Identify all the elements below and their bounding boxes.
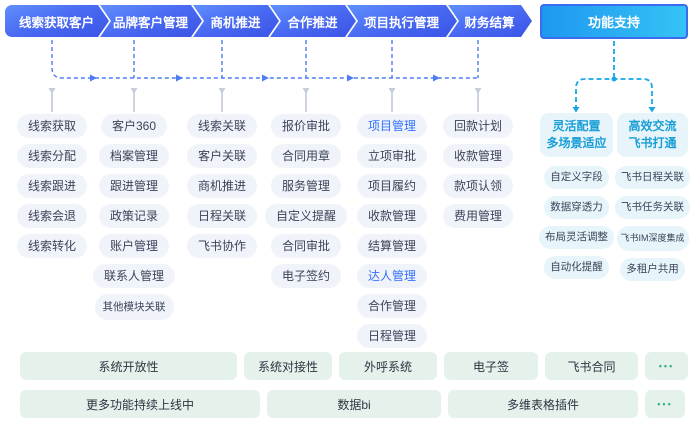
support-header-line: 飞书打通 bbox=[628, 136, 677, 150]
flow-stage-row: 线索获取客户品牌客户管理商机推进合作推进项目执行管理财务结算 bbox=[5, 5, 532, 37]
support-pill: 自定义字段 bbox=[544, 166, 609, 189]
support-header-line: 灵活配置 bbox=[552, 119, 601, 133]
stage-column: 客户360 档案管理跟进管理政策记录账户管理联系人管理其他模块关联 bbox=[90, 114, 178, 320]
module-pill: 客户360 bbox=[100, 114, 168, 138]
more-button: ••• bbox=[645, 390, 685, 418]
stage-column: 报价审批合同用章服务管理自定义提醒合同审批电子签约 bbox=[262, 114, 350, 288]
module-pill: 政策记录 bbox=[98, 204, 169, 228]
module-pill: 服务管理 bbox=[270, 174, 341, 198]
stage-column: 线索关联客户关联商机推进日程关联飞书协作 bbox=[178, 114, 266, 258]
column-down-arrow-icon bbox=[48, 88, 482, 112]
support-pill: 数据穿透力 bbox=[544, 196, 609, 219]
more-button: ••• bbox=[645, 352, 688, 380]
capability-box: 系统开放性 bbox=[20, 352, 237, 380]
flow-stage-button: 商机推进 bbox=[193, 5, 279, 37]
module-pill: 项目履约 bbox=[356, 174, 427, 198]
module-pill: 回款计划 bbox=[442, 114, 513, 138]
capability-row: 系统开放性系统对接性外呼系统电子签飞书合同••• bbox=[20, 352, 688, 380]
flow-stage-button: 财务结算 bbox=[448, 5, 532, 37]
support-button: 功能支持 bbox=[540, 4, 688, 39]
module-pill: 其他模块关联 bbox=[94, 294, 174, 320]
support-pill: 多租户共用 bbox=[620, 258, 685, 281]
support-connector-junction-dot bbox=[611, 76, 617, 82]
module-pill: 日程管理 bbox=[356, 324, 427, 348]
module-pill: 账户管理 bbox=[98, 234, 169, 258]
module-pill: 日程关联 bbox=[186, 204, 257, 228]
module-pill: 档案管理 bbox=[98, 144, 169, 168]
flow-connector bbox=[51, 40, 479, 79]
support-down-arrow-icon bbox=[572, 107, 656, 113]
module-pill: 自定义提醒 bbox=[264, 204, 347, 228]
support-pill: 飞书任务关联 bbox=[615, 196, 690, 219]
flow-stage-button: 线索获取客户 bbox=[5, 5, 109, 37]
support-pill: 自动化提醒 bbox=[544, 256, 609, 279]
stage-column: 项目管理立项审批项目履约收款管理结算管理达人管理合作管理日程管理 bbox=[348, 114, 436, 348]
module-pill: 线索会退 bbox=[16, 204, 87, 228]
support-group: 高效交流飞书打通飞书日程关联飞书任务关联飞书IM深度集成多租户共用 bbox=[615, 113, 690, 281]
capability-box: 电子签 bbox=[444, 352, 538, 380]
module-pill: 联系人管理 bbox=[92, 264, 175, 288]
support-group-header: 高效交流飞书打通 bbox=[617, 113, 688, 157]
support-group: 灵活配置多场景适应自定义字段数据穿透力布局灵活调整自动化提醒 bbox=[539, 113, 614, 279]
module-pill: 客户关联 bbox=[186, 144, 257, 168]
module-pill: 结算管理 bbox=[356, 234, 427, 258]
module-pill: 立项审批 bbox=[356, 144, 427, 168]
capability-box: 多维表格插件 bbox=[448, 390, 638, 418]
module-pill: 线索分配 bbox=[16, 144, 87, 168]
module-pill: 合同审批 bbox=[270, 234, 341, 258]
module-pill: 飞书协作 bbox=[186, 234, 257, 258]
flow-stage-button: 项目执行管理 bbox=[347, 5, 457, 37]
stage-column: 线索获取线索分配线索跟进线索会退线索转化 bbox=[8, 114, 96, 258]
flow-arrow-right-icon bbox=[90, 74, 440, 82]
support-header-line: 多场景适应 bbox=[546, 136, 607, 150]
module-pill: 合同用章 bbox=[270, 144, 341, 168]
module-pill: 线索跟进 bbox=[16, 174, 87, 198]
support-pill: 布局灵活调整 bbox=[539, 226, 614, 249]
module-pill: 电子签约 bbox=[270, 264, 341, 288]
module-pill: 报价审批 bbox=[270, 114, 341, 138]
module-pill: 线索关联 bbox=[186, 114, 257, 138]
module-pill: 达人管理 bbox=[356, 264, 427, 288]
module-pill: 线索转化 bbox=[16, 234, 87, 258]
module-pill: 跟进管理 bbox=[98, 174, 169, 198]
stage-column: 回款计划收款管理款项认领费用管理 bbox=[434, 114, 522, 228]
capability-box: 数据bi bbox=[267, 390, 441, 418]
module-pill: 线索获取 bbox=[16, 114, 87, 138]
module-pill: 合作管理 bbox=[356, 294, 427, 318]
capability-box: 更多功能持续上线中 bbox=[20, 390, 260, 418]
module-pill: 收款管理 bbox=[356, 204, 427, 228]
module-pill: 商机推进 bbox=[186, 174, 257, 198]
capability-box: 系统对接性 bbox=[244, 352, 332, 380]
support-pill: 飞书日程关联 bbox=[615, 166, 690, 189]
flow-stage-button: 合作推进 bbox=[270, 5, 356, 37]
module-pill: 款项认领 bbox=[442, 174, 513, 198]
module-pill: 收款管理 bbox=[442, 144, 513, 168]
capability-box: 外呼系统 bbox=[339, 352, 437, 380]
support-header-line: 高效交流 bbox=[628, 119, 677, 133]
support-pill: 飞书IM深度集成 bbox=[616, 226, 689, 251]
support-connector bbox=[575, 41, 653, 110]
module-pill: 费用管理 bbox=[442, 204, 513, 228]
module-pill: 项目管理 bbox=[356, 114, 427, 138]
support-group-header: 灵活配置多场景适应 bbox=[540, 113, 613, 157]
capability-box: 飞书合同 bbox=[545, 352, 638, 380]
flow-stage-button: 品牌客户管理 bbox=[100, 5, 202, 37]
